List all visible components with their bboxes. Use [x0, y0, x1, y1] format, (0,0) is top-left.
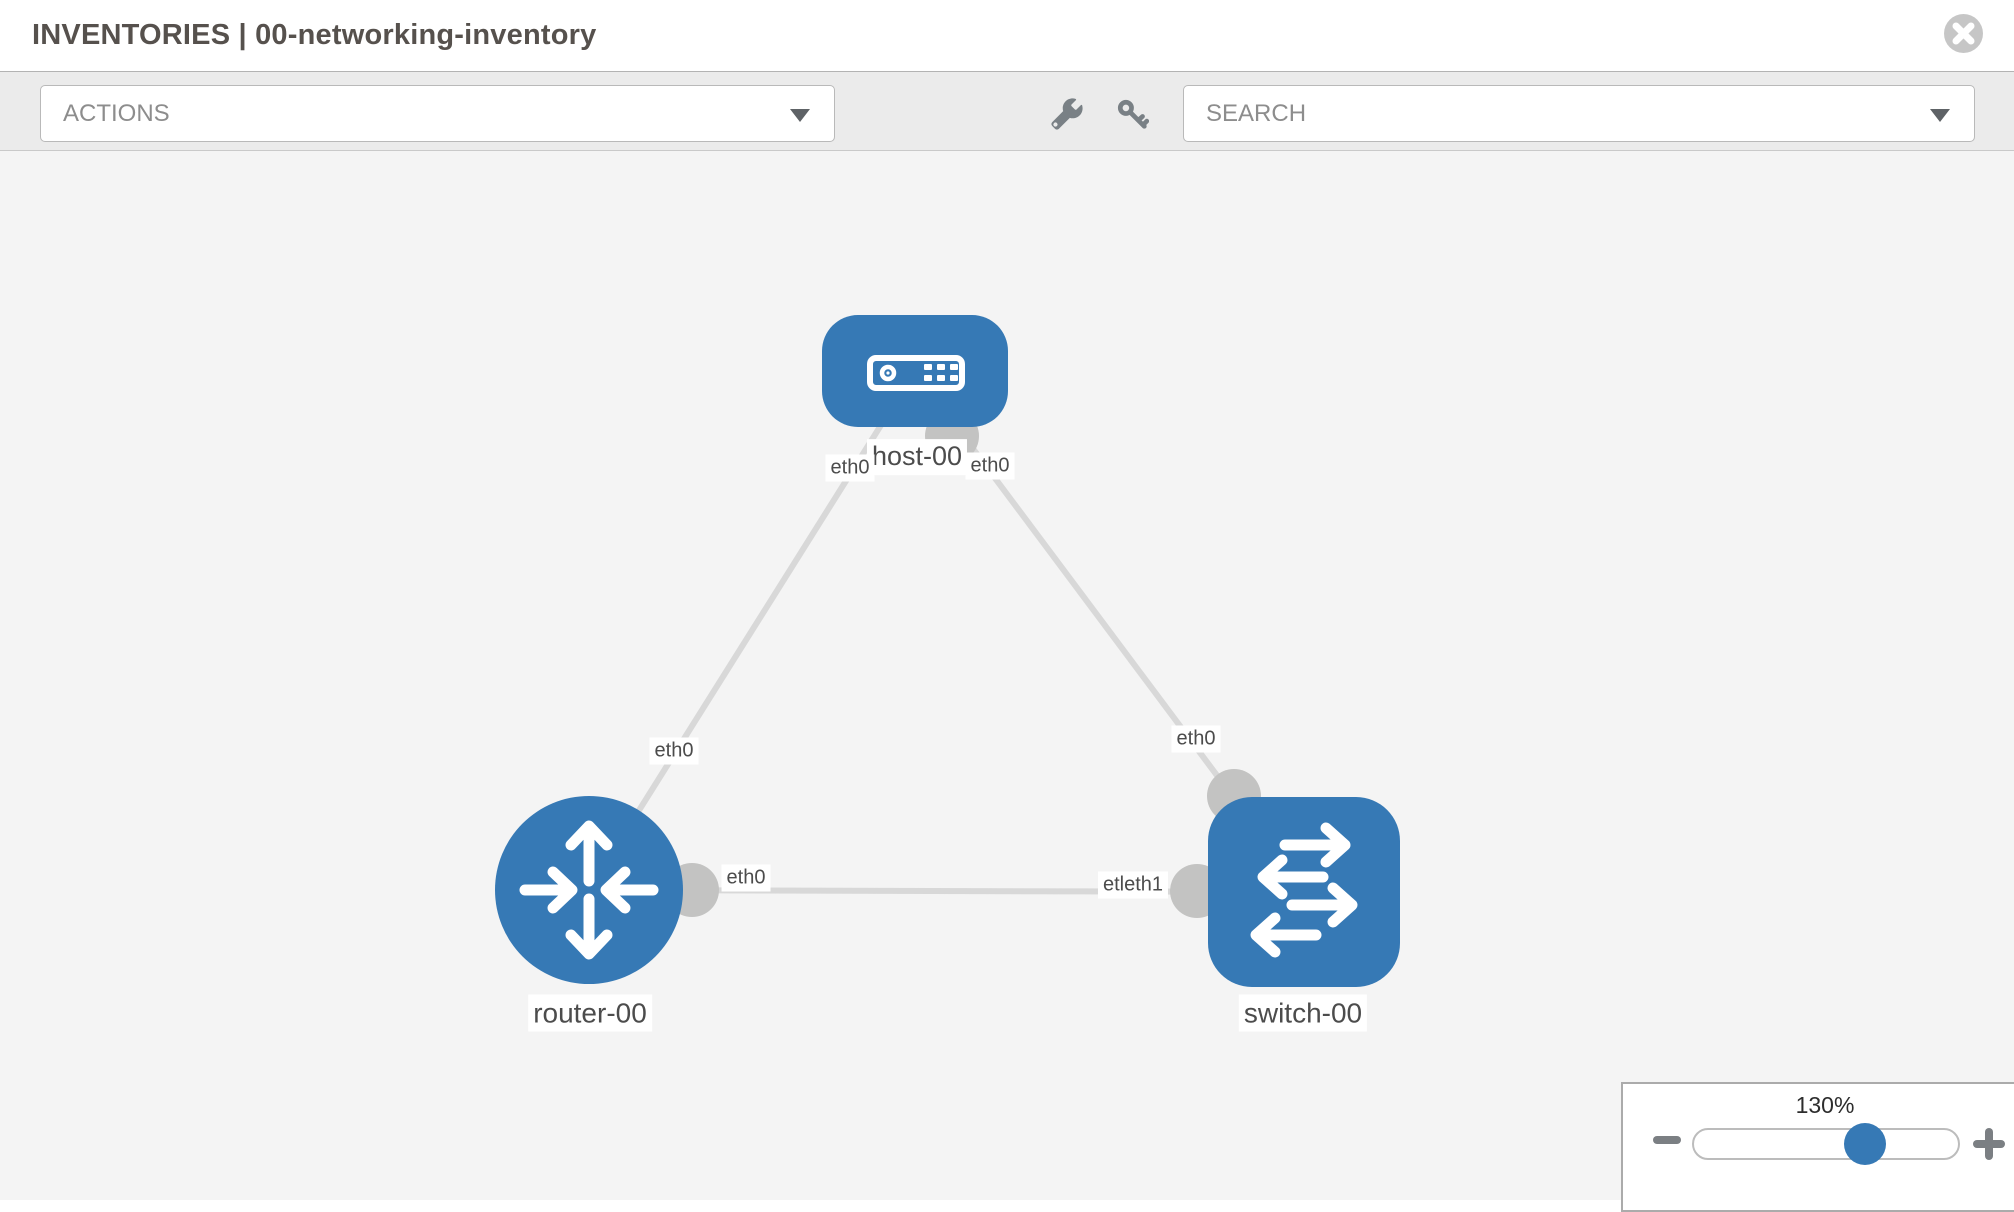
- zoom-level-value: 130%: [1795, 1092, 1855, 1118]
- zoom-in-button[interactable]: [1971, 1125, 2009, 1163]
- search-dropdown[interactable]: SEARCH: [1183, 85, 1975, 142]
- switch-top-interface-label: eth0: [1171, 725, 1221, 753]
- key-icon: [1117, 99, 1150, 129]
- actions-dropdown-label: ACTIONS: [63, 99, 170, 127]
- zoom-slider-thumb[interactable]: [1844, 1123, 1886, 1165]
- close-button[interactable]: [1944, 14, 1983, 53]
- wrench-icon: [1051, 98, 1083, 130]
- page-title: INVENTORIES | 00-networking-inventory: [32, 19, 597, 51]
- host-left-interface-label: eth0: [825, 454, 875, 482]
- node-switch[interactable]: [1208, 797, 1400, 987]
- search-dropdown-label: SEARCH: [1206, 99, 1307, 127]
- chevron-down-icon: [1930, 108, 1950, 122]
- actions-dropdown[interactable]: ACTIONS: [40, 85, 835, 142]
- key-button[interactable]: [1116, 98, 1150, 136]
- node-host[interactable]: [822, 315, 1008, 427]
- router-right-interface-label: eth0: [721, 864, 771, 892]
- switch-icon: [1250, 822, 1358, 958]
- topology-canvas: [0, 151, 2014, 1200]
- interface-dots: [665, 409, 1261, 918]
- zoom-control-panel: 130%: [1621, 1082, 2014, 1212]
- switch-left-interface-label: etleth1: [1097, 871, 1169, 899]
- router-top-interface-label: eth0: [649, 737, 699, 765]
- host-icon: [867, 355, 965, 391]
- switch-node-label: switch-00: [1238, 994, 1368, 1032]
- zoom-out-button[interactable]: [1653, 1136, 1681, 1144]
- router-icon: [519, 820, 659, 960]
- router-node-label: router-00: [528, 994, 652, 1032]
- header-bar: INVENTORIES | 00-networking-inventory: [0, 0, 2014, 71]
- zoom-slider-track[interactable]: [1692, 1128, 1960, 1160]
- topology-graph: [495, 315, 1400, 987]
- wrench-button[interactable]: [1050, 97, 1084, 136]
- close-icon: [1952, 22, 1975, 45]
- chevron-down-icon: [790, 108, 810, 122]
- node-router[interactable]: [495, 796, 683, 984]
- host-right-interface-label: eth0: [965, 452, 1015, 480]
- host-node-label: host-00: [866, 439, 968, 475]
- plus-icon: [1985, 1128, 1993, 1160]
